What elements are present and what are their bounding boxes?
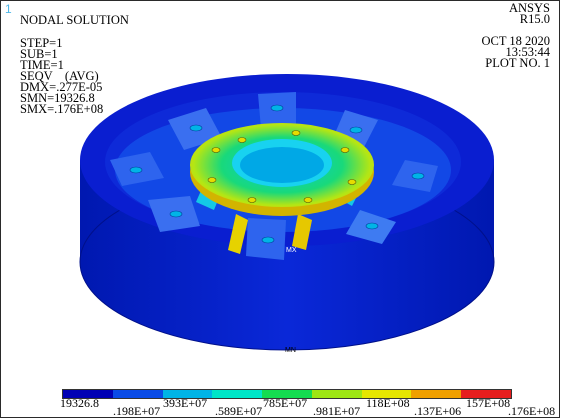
product-info: ANSYS R15.0 OCT 18 2020 13:53:44 PLOT NO… xyxy=(481,1,550,70)
legend-color-5 xyxy=(262,390,312,398)
dmx-label: DMX=.277E-05 xyxy=(20,80,103,94)
legend-color-6 xyxy=(311,390,362,398)
smn-label: SMN=19326.8 xyxy=(20,91,95,105)
plot-number: PLOT NO. 1 xyxy=(485,56,550,70)
legend-label: .176E+08 xyxy=(508,404,556,418)
plot-title: NODAL SOLUTION xyxy=(20,13,129,27)
legend-label: 118E+08 xyxy=(366,396,410,410)
legend-color-4 xyxy=(212,390,263,398)
spoke-holes xyxy=(129,104,425,244)
legend-label: 157E+08 xyxy=(466,396,511,410)
spoke-hotspot-d xyxy=(292,214,312,250)
legend-label: .589E+07 xyxy=(215,404,263,418)
smx-label: SMX=.176E+08 xyxy=(20,102,104,116)
legend-color-2 xyxy=(112,390,163,398)
solution-info: NODAL SOLUTION STEP=1 SUB=1 TIME=1 SEQV … xyxy=(20,13,129,116)
step-label: STEP=1 xyxy=(20,36,63,50)
plot-time: 13:53:44 xyxy=(505,45,550,59)
legend-label: .137E+06 xyxy=(414,404,462,418)
hub-holes xyxy=(207,130,357,203)
legend-color-9 xyxy=(461,390,512,398)
hub-bore-inner xyxy=(240,147,324,183)
window-number: 1 xyxy=(5,2,12,16)
contour-legend-bar xyxy=(62,389,512,399)
legend-label: 785E+07 xyxy=(263,396,308,410)
spoke-hotspot-c xyxy=(228,214,248,254)
result-label: SEQV (AVG) xyxy=(20,69,99,83)
product-version: R15.0 xyxy=(519,12,550,26)
plot-date: OCT 18 2020 xyxy=(481,34,550,48)
time-label: TIME=1 xyxy=(20,58,64,72)
sub-label: SUB=1 xyxy=(20,47,58,61)
legend-label: 19326.8 xyxy=(60,396,99,410)
legend-label: .981E+07 xyxy=(313,404,361,418)
legend-color-1 xyxy=(63,390,113,398)
legend-color-3 xyxy=(162,390,213,398)
product-name: ANSYS xyxy=(509,1,550,15)
legend-label: .198E+07 xyxy=(113,404,161,418)
legend-color-8 xyxy=(411,390,462,398)
max-marker-label: MX xyxy=(286,247,297,254)
min-marker-label: MN xyxy=(285,347,296,354)
legend-label: 393E+07 xyxy=(163,396,208,410)
legend-color-7 xyxy=(361,390,412,398)
